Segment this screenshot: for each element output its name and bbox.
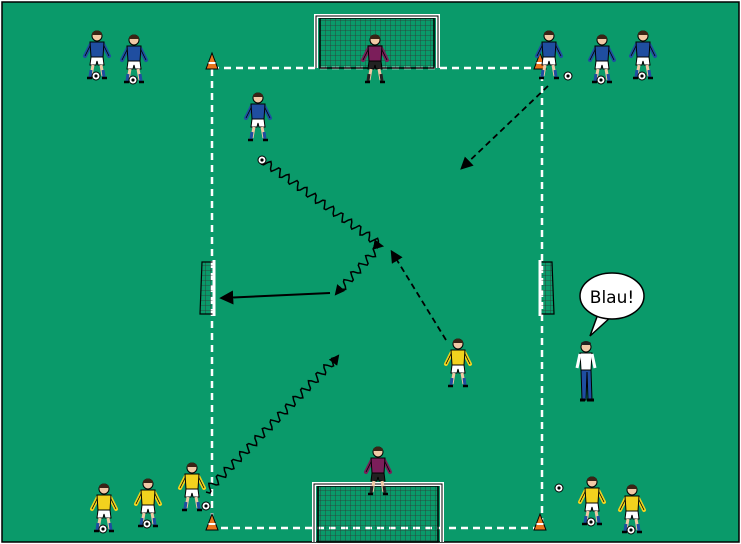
ball-bottom-left (202, 502, 210, 510)
ball-icon (143, 520, 151, 528)
speech-bubble-text: Blau! (590, 288, 634, 308)
ball-bottom-right (555, 484, 563, 492)
ball-icon (627, 526, 635, 534)
left-mini-goal (200, 260, 214, 316)
ball-icon (597, 76, 605, 84)
right-mini-goal (540, 260, 554, 316)
ball-top-right (564, 72, 572, 80)
ball-icon (99, 525, 107, 533)
ball-icon (638, 72, 646, 80)
ball-dribbling (258, 156, 266, 164)
bottom-goal (314, 484, 442, 542)
ball-icon (92, 72, 100, 80)
ball-icon (129, 76, 137, 84)
ball-icon (587, 518, 595, 526)
